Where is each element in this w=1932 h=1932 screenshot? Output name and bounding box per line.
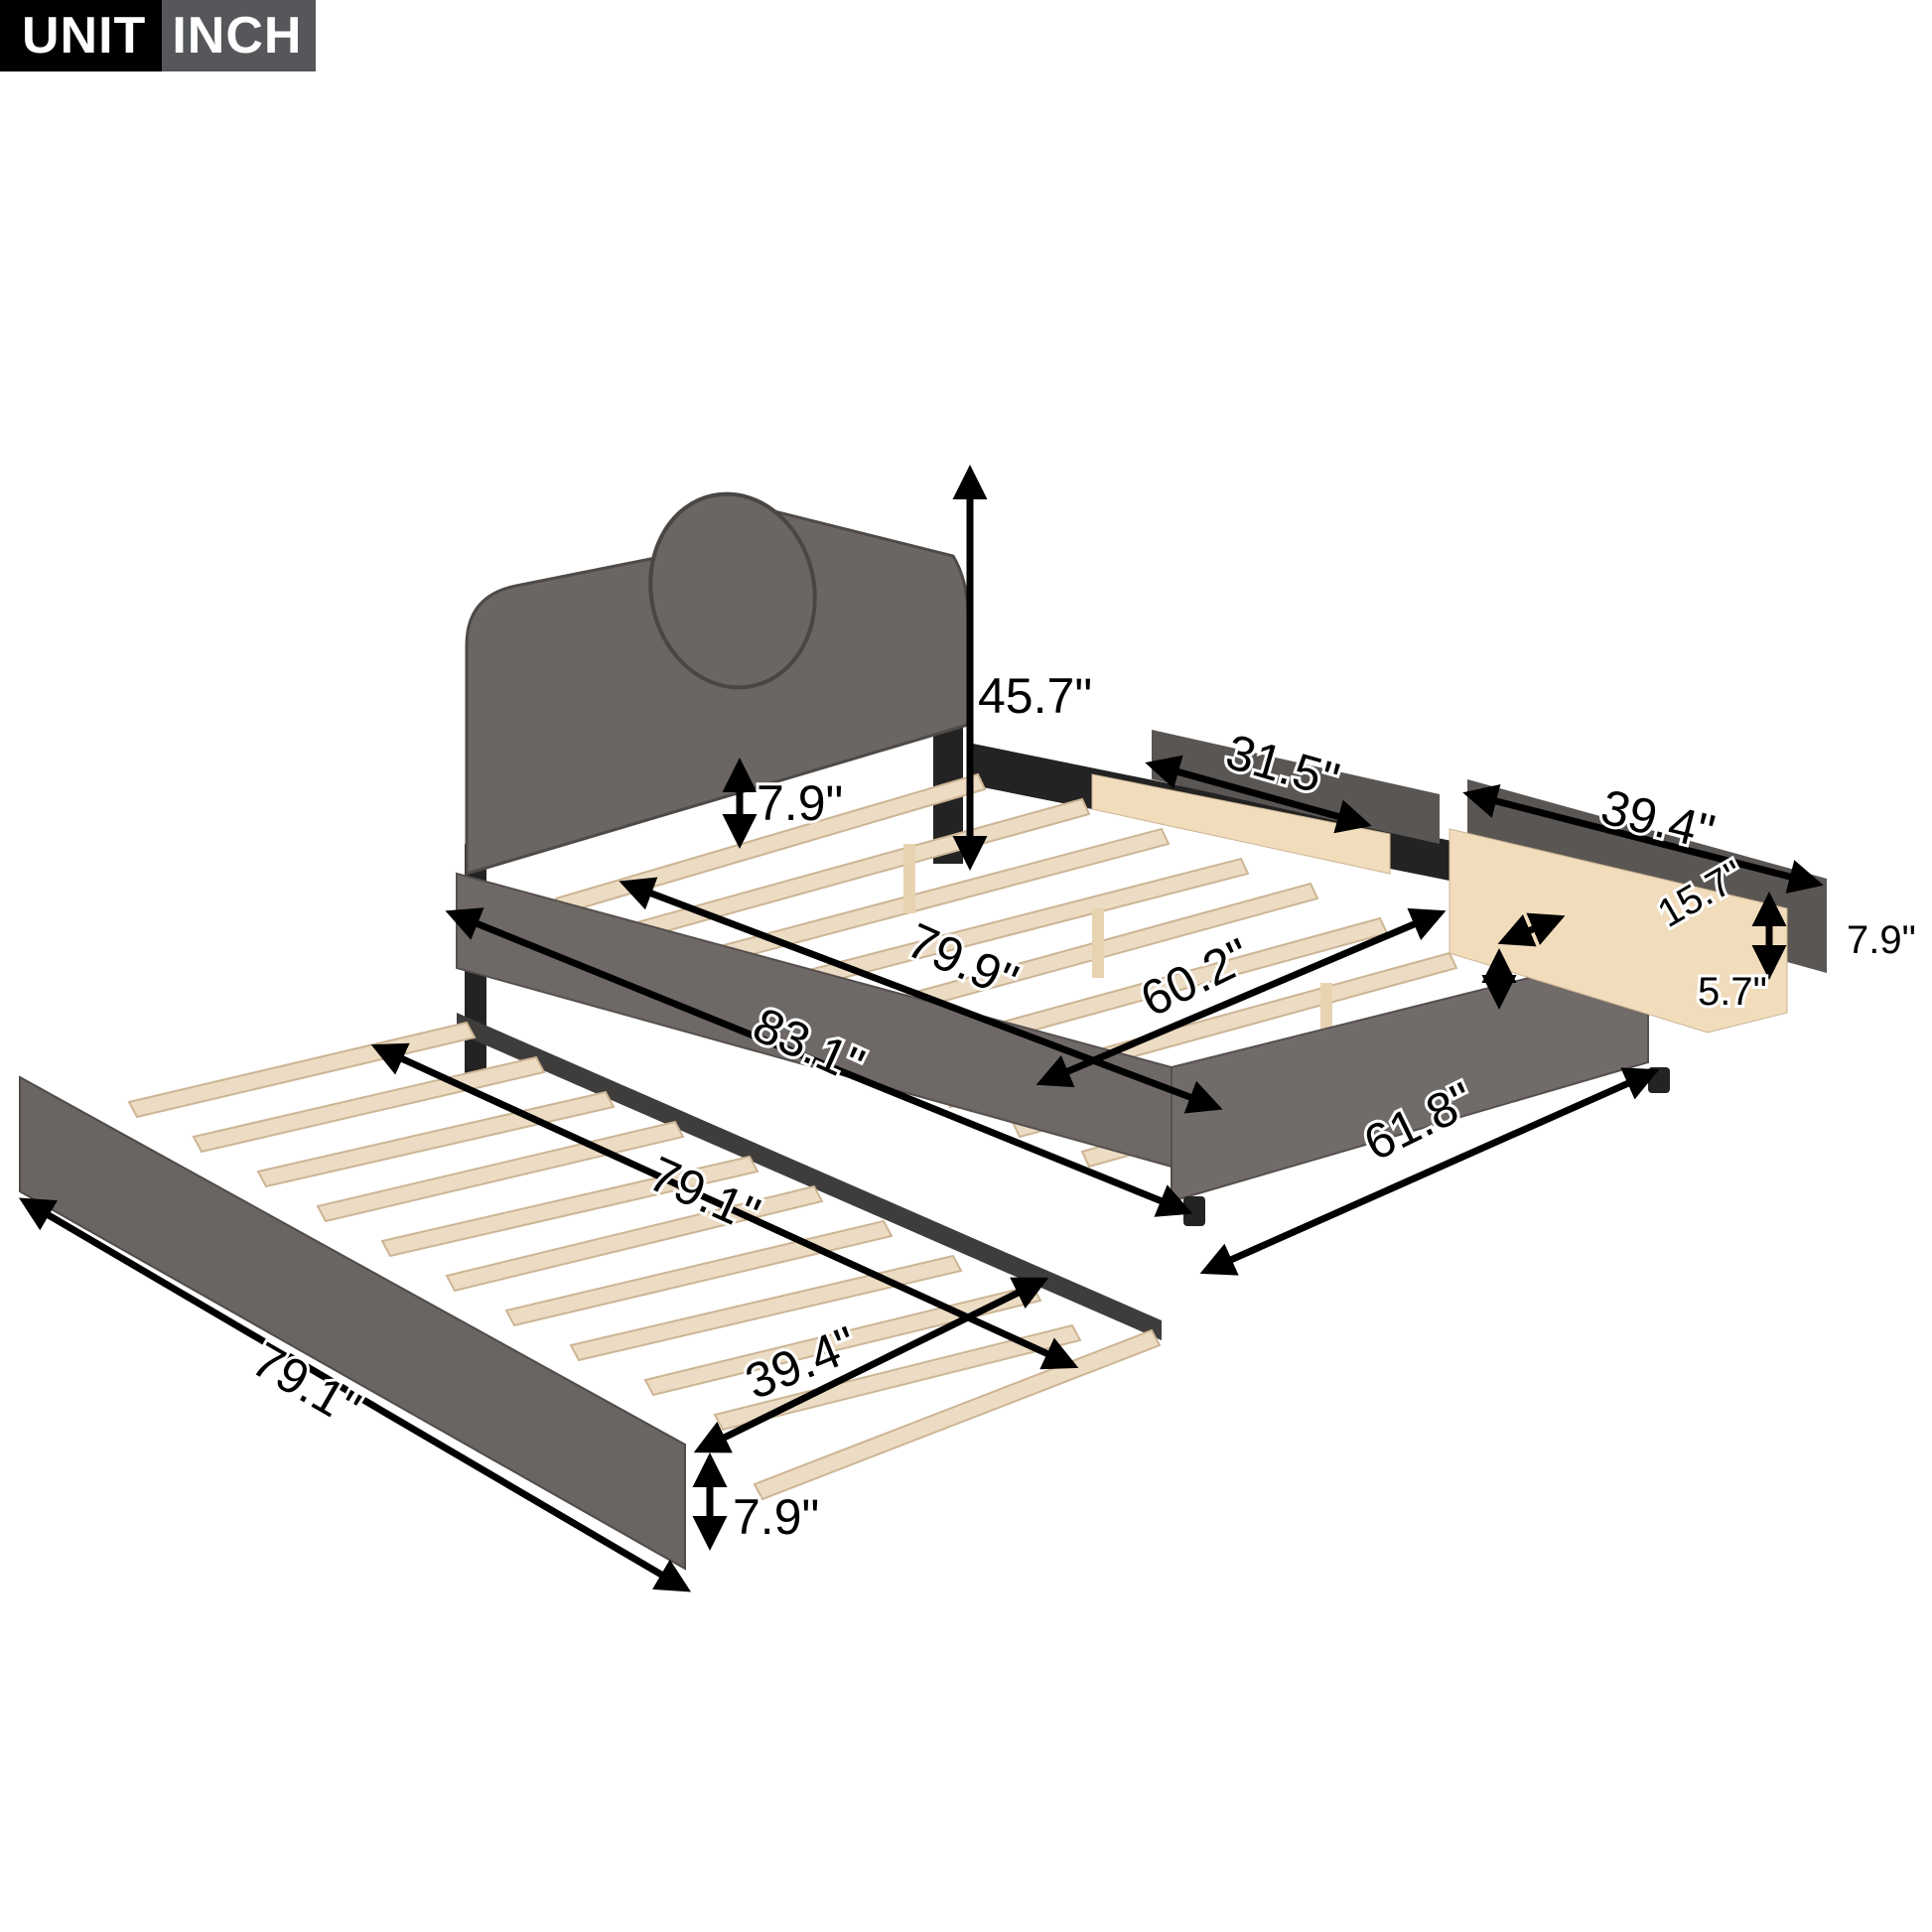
dim-line-trundle-outer-length xyxy=(18,1197,692,1592)
dim-line-drawer-right xyxy=(1462,784,1824,894)
label-drawer-box-height: 5.7" xyxy=(1698,970,1767,1014)
headboard-circle-accent xyxy=(648,491,817,690)
label-headboard-clearance: 7.9" xyxy=(757,775,843,831)
label-trundle-height: 7.9" xyxy=(733,1489,819,1545)
label-drawer-panel-height: 7.9" xyxy=(1847,918,1916,962)
support-leg xyxy=(903,844,915,913)
unit-badge: UNIT INCH xyxy=(0,0,317,71)
dimension-lines xyxy=(18,465,1824,1592)
dim-line-drawer-depth xyxy=(1497,912,1566,947)
support-leg xyxy=(1092,908,1104,978)
dim-line-overall-width xyxy=(1199,1067,1660,1276)
label-headboard-height: 45.7" xyxy=(978,668,1092,724)
unit-value: INCH xyxy=(162,0,317,71)
dim-line-trundle-width xyxy=(693,1277,1049,1453)
dim-line-drawer-left xyxy=(1145,755,1372,834)
unit-label: UNIT xyxy=(0,0,163,71)
bed-foot xyxy=(1183,1196,1205,1226)
